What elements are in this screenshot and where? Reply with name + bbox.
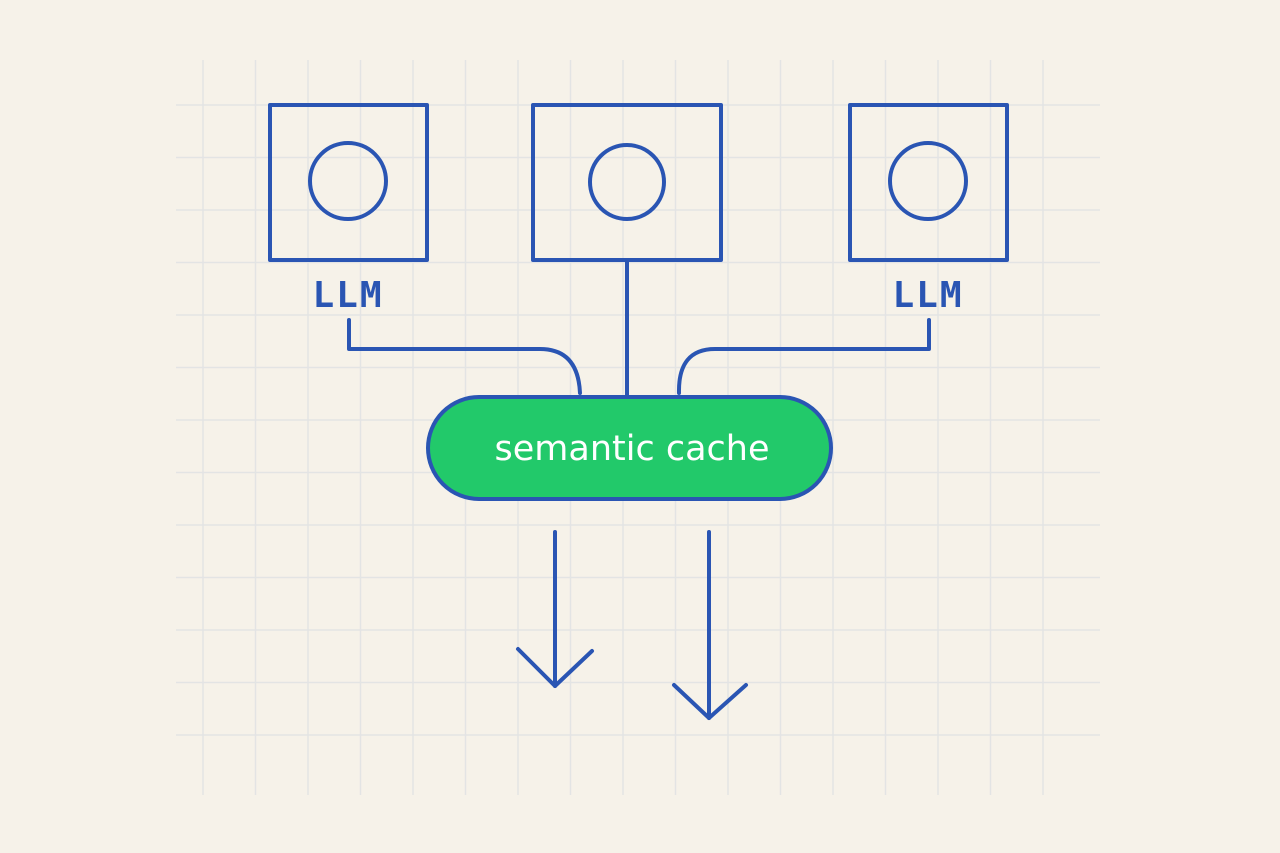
output-arrow-left-icon	[516, 530, 594, 688]
right-model-circle-icon	[888, 141, 968, 221]
left-model-label: LLM	[312, 275, 383, 316]
right-model-box	[848, 103, 1009, 262]
center-model-box	[531, 103, 723, 262]
left-model-circle-icon	[308, 141, 388, 221]
right-model-label: LLM	[892, 275, 963, 316]
semantic-cache-node: semantic cache	[426, 395, 833, 501]
left-model-box	[268, 103, 429, 262]
right-connector	[676, 318, 931, 395]
center-model-node	[531, 103, 723, 262]
output-arrow-right-icon	[672, 530, 748, 720]
right-model-node	[848, 103, 1009, 262]
semantic-cache-label: semantic cache	[495, 429, 770, 469]
left-connector	[347, 318, 582, 395]
center-model-circle-icon	[588, 143, 666, 221]
semantic-cache-pill	[426, 395, 833, 501]
left-model-node	[268, 103, 429, 262]
